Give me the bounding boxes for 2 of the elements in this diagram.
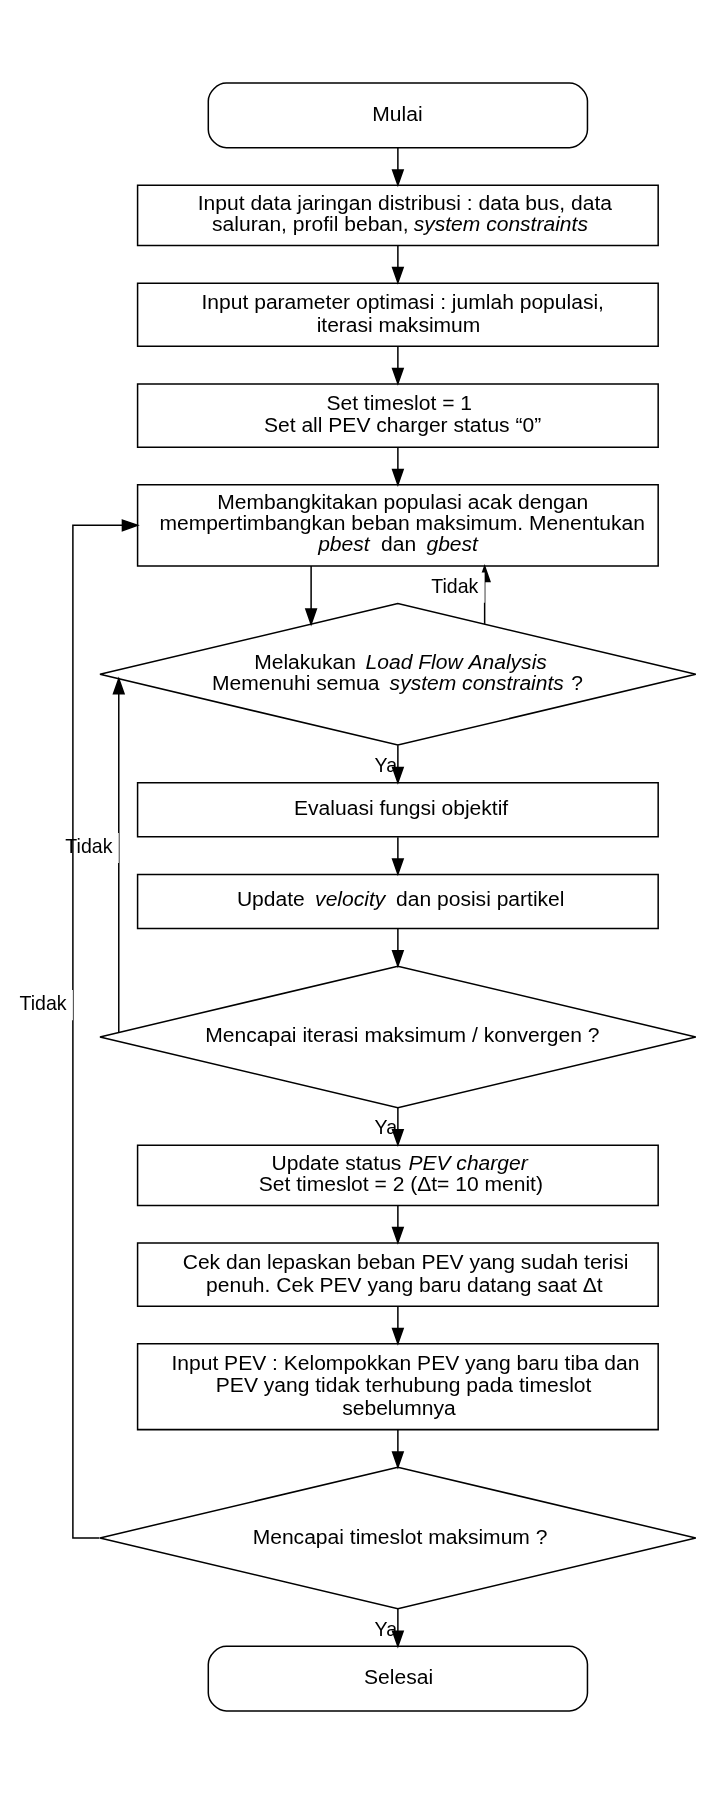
edge-label: Tidak (19, 992, 67, 1015)
edge-label: Tidak (431, 574, 479, 597)
